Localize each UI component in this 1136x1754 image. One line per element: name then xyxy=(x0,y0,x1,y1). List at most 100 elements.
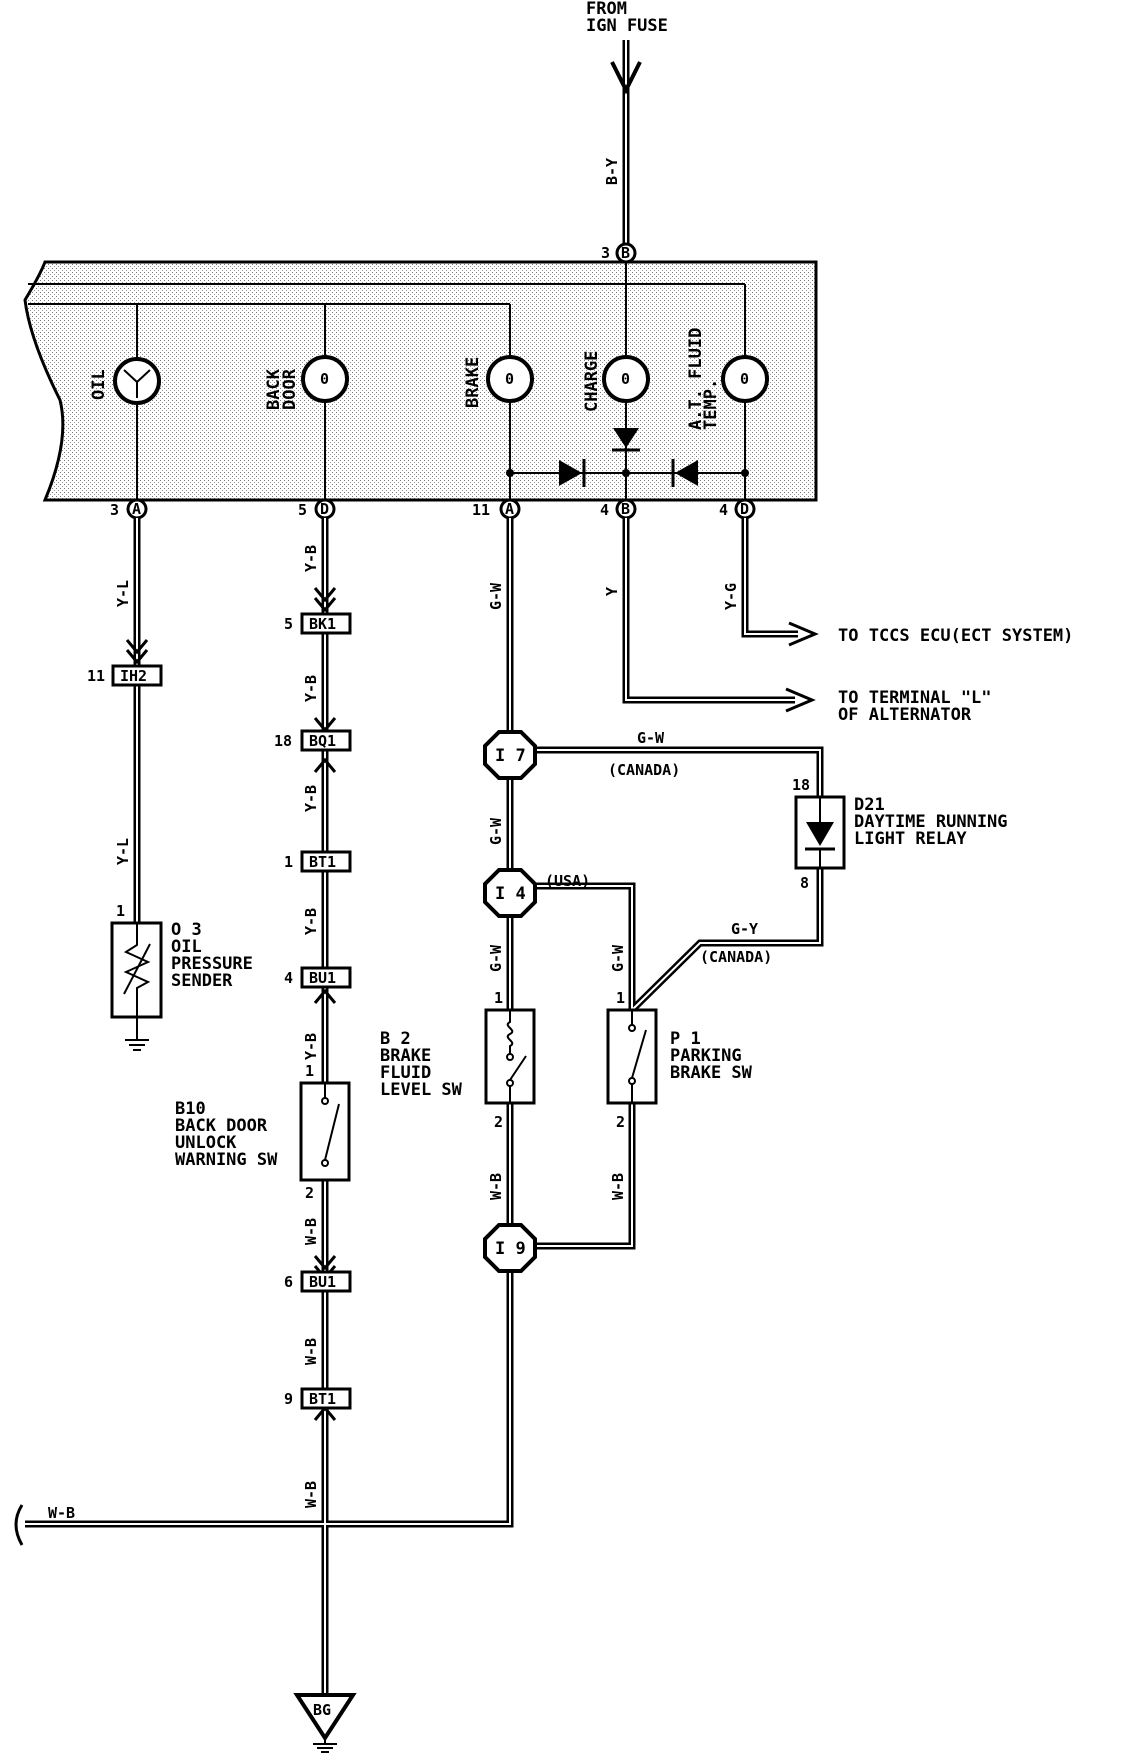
daytime-running-light-relay xyxy=(794,795,846,870)
pin-top-num: 3 xyxy=(601,244,610,262)
connector-bu1-upper: BU1 4 xyxy=(284,966,352,989)
svg-text:B: B xyxy=(621,500,630,518)
oil-sender-ground-icon xyxy=(125,1039,149,1051)
svg-text:B: B xyxy=(621,244,630,262)
wire-yb-label-5: Y-B xyxy=(302,1033,320,1060)
gauge-door-label-a: BACK xyxy=(264,368,284,410)
svg-text:BT1: BT1 xyxy=(309,1390,336,1408)
svg-text:4: 4 xyxy=(600,501,609,519)
pin-at: 4 D xyxy=(719,498,756,520)
wire-y-label: Y xyxy=(603,587,621,596)
d21-pin-bottom: 8 xyxy=(800,874,809,892)
alternator-label-2: OF ALTERNATOR xyxy=(838,705,972,725)
b10-pin-top: 1 xyxy=(305,1062,314,1080)
wire-yl-label-2: Y-L xyxy=(114,838,132,865)
tccs-arrow xyxy=(788,621,819,647)
gauge-oil-label: OIL xyxy=(89,369,109,400)
wire-yb-label-2: Y-B xyxy=(302,675,320,702)
b10-pin-bottom: 2 xyxy=(305,1184,314,1202)
wire-wb-label-4: W-B xyxy=(487,1173,505,1200)
bus-break-mark xyxy=(14,1504,24,1546)
junction-i7: I 7 xyxy=(483,730,537,780)
wire-by-label: B-Y xyxy=(603,158,621,185)
d21-line2: LIGHT RELAY xyxy=(854,829,967,849)
wire-gw-label-4: G-W xyxy=(609,944,627,972)
ground-bg: BG xyxy=(293,1693,357,1753)
alternator-arrow xyxy=(785,687,816,713)
b10-line2: UNLOCK xyxy=(175,1133,237,1153)
b10-line1: BACK DOOR xyxy=(175,1116,268,1136)
svg-text:IH2: IH2 xyxy=(120,667,147,685)
pin-charge: 4 B xyxy=(600,498,637,520)
gauge-at-label-a: A.T. FLUID xyxy=(686,328,706,430)
p1-pin-bottom: 2 xyxy=(616,1113,625,1131)
wire-yl-label-1: Y-L xyxy=(114,580,132,607)
wire-wb-label-1: W-B xyxy=(302,1218,320,1245)
connector-ih2: IH2 11 xyxy=(87,664,163,687)
p1-pin-top: 1 xyxy=(616,989,625,1007)
svg-text:4: 4 xyxy=(719,501,728,519)
oil-pressure-sender xyxy=(110,921,163,1040)
connector-bq1: BQ1 18 xyxy=(274,729,352,752)
d21-code: D21 xyxy=(854,795,885,815)
o3-pin: 1 xyxy=(116,902,125,920)
b2-line2: FLUID xyxy=(380,1063,431,1083)
svg-text:0: 0 xyxy=(740,370,749,388)
svg-text:BU1: BU1 xyxy=(309,969,336,987)
wire-gw-label-1: G-W xyxy=(487,582,505,610)
back-door-unlock-warning-switch xyxy=(299,1081,351,1182)
b10-line3: WARNING SW xyxy=(175,1150,278,1170)
svg-text:BK1: BK1 xyxy=(309,615,336,633)
junction-i4: I 4 xyxy=(483,868,537,918)
svg-text:BT1: BT1 xyxy=(309,853,336,871)
svg-text:1: 1 xyxy=(284,853,293,871)
wire-wb-label-3: W-B xyxy=(302,1481,320,1508)
region-canada-1: (CANADA) xyxy=(608,761,680,779)
wire-yb-label-3: Y-B xyxy=(302,785,320,812)
source-arrow xyxy=(610,40,642,245)
wire-gy-label: G-Y xyxy=(731,920,758,938)
connector-bt1-upper: BT1 1 xyxy=(284,850,352,873)
b2-line3: LEVEL SW xyxy=(380,1080,463,1100)
b2-pin-top: 1 xyxy=(494,989,503,1007)
svg-text:I 9: I 9 xyxy=(495,1239,526,1259)
svg-text:5: 5 xyxy=(284,615,293,633)
svg-text:6: 6 xyxy=(284,1273,293,1291)
svg-text:A: A xyxy=(505,500,514,518)
pin-oil: 3 A xyxy=(110,498,148,520)
p1-line2: BRAKE SW xyxy=(670,1063,753,1083)
gauge-at-label-b: TEMP. xyxy=(701,379,721,430)
p1-code: P 1 xyxy=(670,1029,701,1049)
brake-fluid-level-switch xyxy=(484,1008,536,1105)
wire-wb-label-2: W-B xyxy=(302,1338,320,1365)
gauge-door-label-b: DOOR xyxy=(280,368,300,410)
wire-yb-label-4: Y-B xyxy=(302,908,320,935)
svg-text:0: 0 xyxy=(320,370,329,388)
connector-bk1: BK1 5 xyxy=(284,612,352,635)
svg-text:0: 0 xyxy=(621,370,630,388)
alternator-label-1: TO TERMINAL "L" xyxy=(838,688,992,708)
svg-text:11: 11 xyxy=(472,501,490,519)
source-label-1: FROM xyxy=(586,0,627,19)
svg-text:4: 4 xyxy=(284,969,293,987)
d21-line1: DAYTIME RUNNING xyxy=(854,812,1008,832)
o3-code: O 3 xyxy=(171,920,202,940)
wire-wb-label-5: W-B xyxy=(609,1173,627,1200)
svg-text:BQ1: BQ1 xyxy=(309,732,336,750)
svg-text:BG: BG xyxy=(313,1701,331,1719)
source-label-2: IGN FUSE xyxy=(586,16,668,36)
region-canada-2: (CANADA) xyxy=(700,948,772,966)
svg-text:0: 0 xyxy=(505,370,514,388)
svg-text:D: D xyxy=(740,500,749,518)
d21-pin-top: 18 xyxy=(792,776,810,794)
combination-meter xyxy=(23,260,818,502)
wire-gw-label-3: G-W xyxy=(487,944,505,972)
parking-brake-switch xyxy=(606,1008,658,1105)
svg-text:I 4: I 4 xyxy=(495,884,526,904)
svg-text:11: 11 xyxy=(87,667,105,685)
pin-brake: 11 A xyxy=(472,498,521,520)
svg-text:A: A xyxy=(132,500,141,518)
wire-gw-label-2: G-W xyxy=(487,817,505,845)
svg-text:BU1: BU1 xyxy=(309,1273,336,1291)
